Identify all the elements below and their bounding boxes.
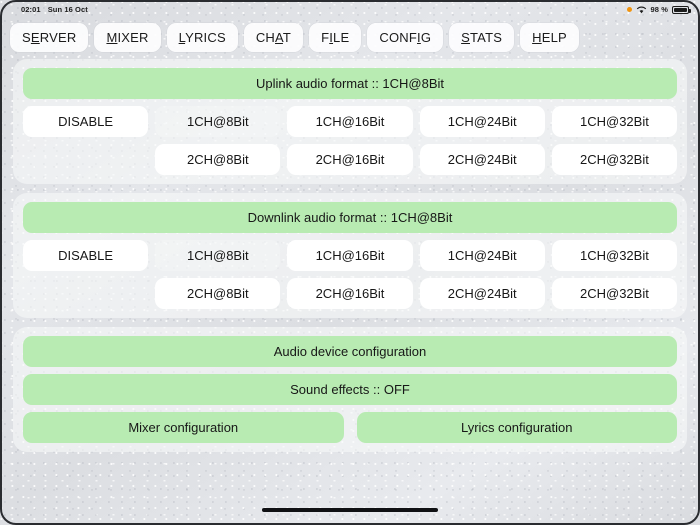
status-bar-left: 02:01 Sun 16 Oct (21, 5, 88, 14)
uplink-row-1: DISABLE 1CH@8Bit 1CH@16Bit 1CH@24Bit 1CH… (23, 106, 678, 137)
downlink-row-1: DISABLE 1CH@8Bit 1CH@16Bit 1CH@24Bit 1CH… (23, 240, 678, 271)
downlink-option-2ch-16bit[interactable]: 2CH@16Bit (287, 278, 413, 309)
uplink-option-2ch-24bit[interactable]: 2CH@24Bit (419, 144, 545, 175)
audio-device-configuration-button[interactable]: Audio device configuration (23, 336, 677, 367)
uplink-option-1ch-32bit[interactable]: 1CH@32Bit (551, 106, 678, 137)
downlink-option-2ch-8bit[interactable]: 2CH@8Bit (155, 278, 281, 309)
tab-server[interactable]: SERVER (10, 23, 89, 52)
uplink-option-2ch-16bit[interactable]: 2CH@16Bit (287, 144, 413, 175)
downlink-option-1ch-16bit[interactable]: 1CH@16Bit (287, 240, 413, 271)
uplink-audio-format-card: Uplink audio format :: 1CH@8Bit DISABLE … (13, 59, 687, 184)
wifi-icon (636, 6, 646, 14)
tab-stats[interactable]: STATS (449, 23, 515, 52)
status-bar-right: 98 % (626, 5, 691, 14)
uplink-option-1ch-16bit[interactable]: 1CH@16Bit (287, 106, 413, 137)
tab-help[interactable]: HELP (520, 23, 579, 52)
downlink-header-bar[interactable]: Downlink audio format :: 1CH@8Bit (23, 202, 677, 233)
battery-percent: 98 % (650, 5, 668, 14)
tab-lyrics[interactable]: LYRICS (166, 23, 238, 52)
tab-config[interactable]: CONFIG (367, 23, 444, 52)
downlink-option-1ch-32bit[interactable]: 1CH@32Bit (551, 240, 678, 271)
home-indicator[interactable] (262, 508, 438, 512)
downlink-option-1ch-8bit[interactable]: 1CH@8Bit (155, 240, 281, 271)
downlink-audio-format-card: Downlink audio format :: 1CH@8Bit DISABL… (13, 193, 687, 318)
downlink-option-2ch-32bit[interactable]: 2CH@32Bit (551, 278, 678, 309)
tab-chat[interactable]: CHAT (243, 23, 304, 52)
uplink-option-1ch-24bit[interactable]: 1CH@24Bit (419, 106, 545, 137)
downlink-disable-button[interactable]: DISABLE (23, 240, 149, 271)
status-bar: 02:01 Sun 16 Oct 98 % (2, 2, 698, 17)
uplink-option-2ch-32bit[interactable]: 2CH@32Bit (551, 144, 678, 175)
uplink-row-2: 2CH@8Bit 2CH@16Bit 2CH@24Bit 2CH@32Bit (23, 144, 678, 175)
config-panel: Uplink audio format :: 1CH@8Bit DISABLE … (2, 59, 698, 452)
main-tab-bar: SERVER MIXER LYRICS CHAT FILE CONFIG STA… (2, 17, 698, 59)
config-pair-row: Mixer configuration Lyrics configuration (23, 412, 677, 443)
uplink-row2-spacer (23, 144, 148, 175)
uplink-option-2ch-8bit[interactable]: 2CH@8Bit (155, 144, 281, 175)
downlink-option-1ch-24bit[interactable]: 1CH@24Bit (419, 240, 545, 271)
lyrics-configuration-button[interactable]: Lyrics configuration (356, 412, 677, 443)
status-date: Sun 16 Oct (47, 5, 88, 14)
tab-file[interactable]: FILE (309, 23, 362, 52)
downlink-option-2ch-24bit[interactable]: 2CH@24Bit (419, 278, 545, 309)
sound-effects-button[interactable]: Sound effects :: OFF (23, 374, 677, 405)
actions-card: Audio device configuration Sound effects… (13, 327, 687, 452)
status-time: 02:01 (21, 5, 41, 14)
record-dot-icon (626, 7, 632, 12)
mixer-configuration-button[interactable]: Mixer configuration (23, 412, 344, 443)
downlink-row2-spacer (23, 278, 148, 309)
uplink-header-bar[interactable]: Uplink audio format :: 1CH@8Bit (23, 68, 677, 99)
downlink-row-2: 2CH@8Bit 2CH@16Bit 2CH@24Bit 2CH@32Bit (23, 278, 678, 309)
battery-icon (672, 5, 691, 14)
uplink-option-1ch-8bit[interactable]: 1CH@8Bit (155, 106, 281, 137)
uplink-disable-button[interactable]: DISABLE (23, 106, 149, 137)
tab-mixer[interactable]: MIXER (94, 23, 161, 52)
